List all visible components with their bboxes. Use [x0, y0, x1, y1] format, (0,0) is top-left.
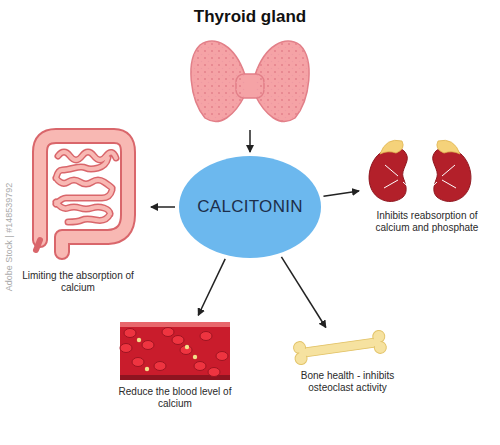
red-cell	[154, 362, 166, 371]
kidney-node: Inhibits reabsorption of calcium and pho…	[362, 128, 492, 234]
hormone-ellipse: CALCITONIN	[178, 155, 322, 259]
effect-label: Limiting the absorption of calcium	[8, 270, 148, 294]
thyroid-node: Thyroid gland	[160, 6, 340, 127]
red-cell	[200, 332, 212, 341]
platelet	[137, 338, 141, 342]
red-cell	[208, 368, 220, 377]
red-cell	[172, 336, 184, 345]
blood-vessel-illustration	[120, 322, 230, 380]
thyroid-illustration	[191, 41, 309, 121]
hormone-name: CALCITONIN	[197, 197, 303, 217]
bone-node: Bone health - inhibits osteoclast activi…	[285, 330, 410, 394]
effect-arrow	[198, 259, 225, 315]
intestine-node: Limiting the absorption of calcium	[8, 120, 148, 294]
effect-label: Inhibits reabsorption of calcium and pho…	[362, 210, 492, 234]
red-cell	[124, 329, 136, 338]
bone-illustration	[293, 330, 387, 366]
red-cell	[132, 358, 144, 367]
red-cell	[142, 341, 154, 350]
red-cell	[180, 346, 192, 355]
effect-arrow	[249, 130, 251, 152]
platelet	[185, 345, 189, 349]
effect-label: Bone health - inhibits osteoclast activi…	[285, 370, 410, 394]
effect-arrow	[324, 191, 360, 196]
red-cell	[216, 352, 228, 361]
red-cell	[120, 344, 132, 353]
effect-label: Reduce the blood level of calcium	[110, 386, 240, 410]
blood-node: Reduce the blood level of calcium	[110, 318, 240, 410]
platelet	[145, 367, 149, 371]
kidney-illustration	[369, 140, 471, 201]
effect-arrow	[151, 206, 175, 208]
effect-arrow	[281, 257, 325, 328]
gland-title: Thyroid gland	[160, 6, 340, 27]
red-cell	[194, 362, 206, 371]
watermark: Adobe Stock | #148539792	[4, 52, 14, 422]
platelet	[193, 355, 197, 359]
red-cell	[162, 328, 174, 337]
intestine-illustration	[36, 136, 128, 252]
